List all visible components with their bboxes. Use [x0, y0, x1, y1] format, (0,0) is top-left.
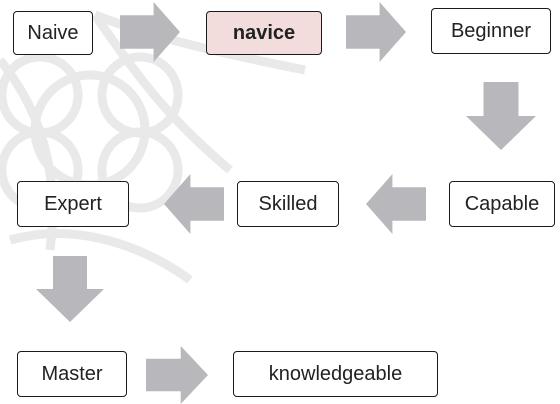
stage-beginner: Beginner — [431, 8, 551, 54]
stage-skilled: Skilled — [237, 181, 339, 227]
arrow-right-icon — [146, 346, 208, 404]
stage-knowledgeable: knowledgeable — [233, 351, 438, 397]
arrow-left-icon — [164, 174, 224, 234]
arrow-down-icon — [466, 82, 536, 150]
stage-expert: Expert — [17, 181, 129, 227]
stage-naive: Naive — [13, 11, 93, 55]
arrow-right-icon — [120, 2, 180, 62]
stage-navice: navice — [206, 11, 322, 55]
arrow-left-icon — [366, 174, 426, 234]
arrow-right-icon — [346, 2, 406, 62]
stage-capable: Capable — [449, 181, 555, 227]
stage-master: Master — [17, 351, 127, 397]
arrow-down-icon — [36, 256, 104, 322]
